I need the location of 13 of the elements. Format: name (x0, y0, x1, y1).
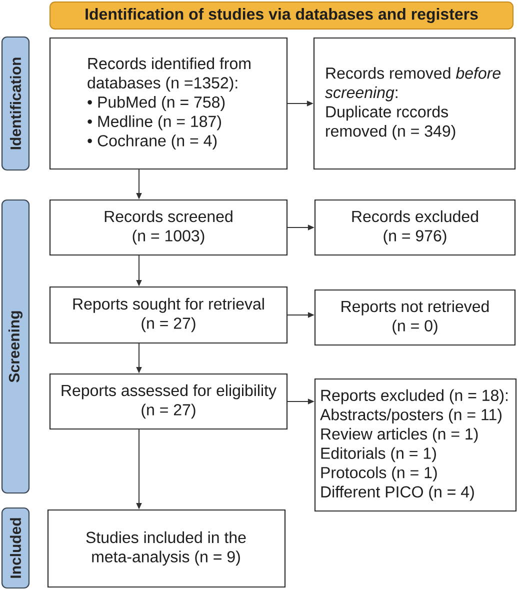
phase-sidebar: Included (1, 507, 30, 589)
process-box: Records excluded (n = 976) (314, 199, 516, 256)
process-box: Records removed before screening: Duplicate rccords removed (n = 349) (313, 37, 516, 170)
process-box: Records screened (n = 1003) (49, 199, 288, 256)
phase-sidebar: Identification (1, 36, 30, 171)
process-box: Reports sought for retrieval (n = 27) (49, 286, 288, 344)
process-box: Reports excluded (n = 18): Abstracts/posters (n = 11) Review articles (n = 1) Editorials (n = 1) Protocols (n = 1) Different PICO (n = 4) (314, 378, 517, 512)
process-box: Reports not retrieved (n = 0) (314, 289, 516, 346)
process-box: Records identified from databases (n =1352): • PubMed (n = 758) • Medline (n = 187) • Cochrane (n = 4) (49, 37, 288, 170)
phase-sidebar: Screening (1, 199, 30, 494)
header-band: Identification of studies via databases and registers (50, 2, 514, 30)
process-box: Reports assessed for eligibility (n = 27) (49, 373, 288, 430)
process-box: Studies included in the meta-analysis (n = 9) (47, 509, 286, 588)
